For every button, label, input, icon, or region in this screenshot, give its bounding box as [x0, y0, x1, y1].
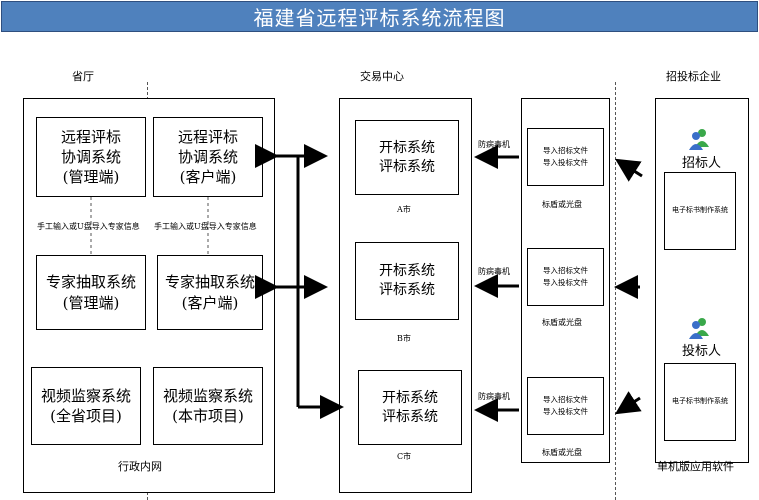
box-line: 评标系统: [382, 408, 438, 425]
antivirus-label-b: 防病毒机: [478, 267, 510, 276]
box-line: 远程评标: [60, 127, 121, 146]
box-line: 导入招标文件: [543, 146, 588, 155]
city-label-b: B市: [397, 334, 411, 343]
import-box-b: 导入招标文件 导入投标文件: [527, 248, 604, 306]
bid-system-box-c: 开标系统 评标系统: [358, 370, 462, 445]
video-monitor-all-box: 视频监察系统 (全省项目): [31, 367, 141, 445]
box-line: 专家抽取系统: [164, 273, 255, 292]
box-line: (管理端): [62, 168, 120, 187]
box-line: 开标系统: [379, 139, 435, 156]
page-title: 福建省远程评标系统流程图: [253, 6, 506, 30]
network-label: 行政内网: [118, 460, 162, 473]
box-line: (全省项目): [50, 407, 122, 425]
media-label-a: 标盾或光盘: [542, 200, 582, 209]
box-line: (管理端): [62, 293, 120, 312]
box-line: 导入投标文件: [543, 158, 588, 167]
zone-label-bidding-company: 招投标企业: [666, 70, 721, 83]
users-icon: [688, 127, 710, 151]
media-label-c: 标盾或光盘: [542, 448, 582, 457]
bid-system-box-a: 开标系统 评标系统: [355, 120, 459, 195]
box-line: (客户端): [181, 293, 239, 312]
box-line: 远程评标: [177, 127, 238, 146]
box-line: 开标系统: [382, 389, 438, 406]
box-line: 专家抽取系统: [45, 273, 136, 292]
antivirus-label-a: 防病毒机: [478, 140, 510, 149]
box-line: 导入投标文件: [543, 407, 588, 416]
box-line: 评标系统: [379, 158, 435, 175]
tenderer-doc-box: 电子标书制作系统: [664, 172, 736, 250]
box-line: (本市项目): [172, 407, 244, 425]
remote-eval-client-box: 远程评标 协调系统 (客户端): [153, 117, 263, 197]
title-bar: 福建省远程评标系统流程图: [1, 1, 758, 32]
zone-label-province: 省厅: [72, 70, 94, 83]
box-line: 开标系统: [379, 263, 435, 280]
box-line: 导入投标文件: [543, 278, 588, 287]
import-box-c: 导入招标文件 导入投标文件: [527, 377, 604, 435]
box-line: 电子标书制作系统: [672, 206, 728, 215]
box-line: 协调系统: [60, 147, 121, 166]
box-line: 评标系统: [379, 282, 435, 298]
bidder-doc-box: 电子标书制作系统: [664, 363, 736, 441]
box-line: 电子标书制作系统: [672, 397, 728, 406]
box-line: 视频监察系统: [40, 386, 131, 405]
standalone-software-label: 单机版应用软件: [657, 460, 734, 473]
city-label-a: A市: [397, 205, 411, 214]
zone-label-trading-center: 交易中心: [360, 70, 404, 83]
expert-extract-mgmt-box: 专家抽取系统 (管理端): [36, 255, 146, 330]
separator-right: [615, 82, 616, 500]
city-label-c: C市: [397, 452, 412, 461]
box-line: 导入招标文件: [543, 395, 588, 404]
video-monitor-city-box: 视频监察系统 (本市项目): [153, 367, 263, 445]
media-label-b: 标盾或光盘: [542, 318, 582, 327]
import-box-a: 导入招标文件 导入投标文件: [527, 128, 604, 186]
users-icon: [688, 316, 710, 340]
bid-system-box-b: 开标系统 评标系统: [355, 242, 459, 320]
bidder-label: 投标人: [682, 344, 722, 359]
tenderer-label: 招标人: [682, 156, 722, 171]
box-line: 视频监察系统: [162, 386, 253, 405]
remote-eval-mgmt-box: 远程评标 协调系统 (管理端): [36, 117, 146, 197]
box-line: 协调系统: [177, 147, 238, 166]
expert-extract-client-box: 专家抽取系统 (客户端): [157, 255, 263, 330]
box-line: 导入招标文件: [543, 266, 588, 275]
antivirus-label-c: 防病毒机: [478, 392, 510, 401]
box-line: (客户端): [179, 168, 237, 187]
note-expert-input-left: 手工输入或U盘导入专家信息: [37, 222, 140, 231]
note-expert-input-right: 手工输入或U盘导入专家信息: [154, 222, 257, 231]
